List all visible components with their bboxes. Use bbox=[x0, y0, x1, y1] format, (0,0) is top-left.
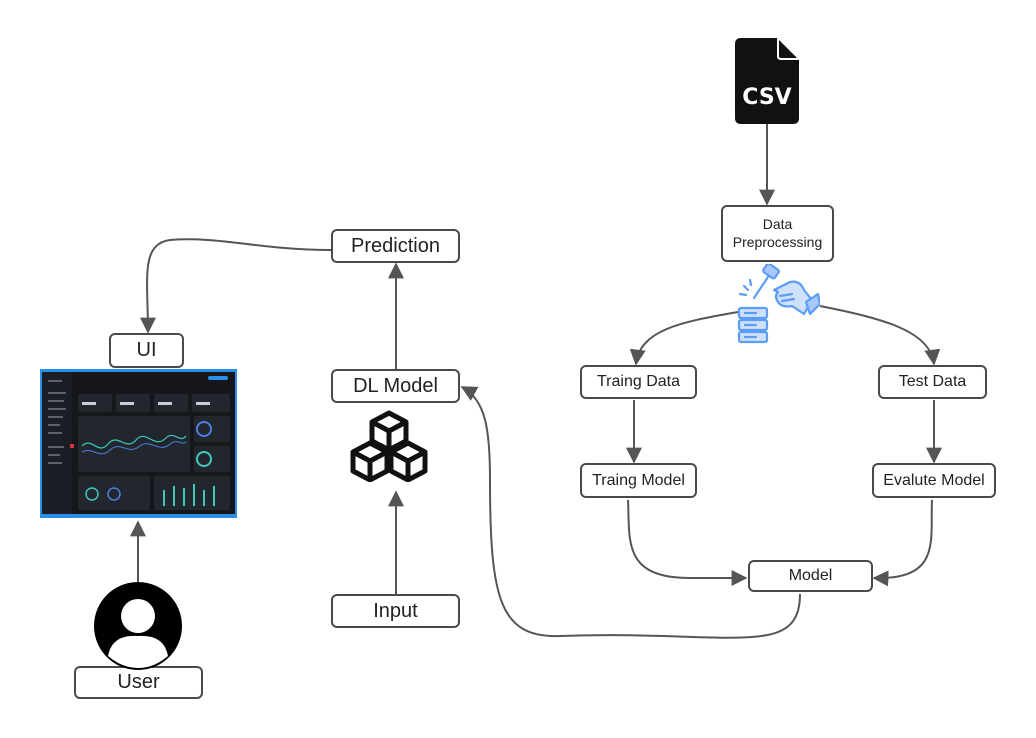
evaluate-model-box: Evalute Model bbox=[872, 463, 996, 498]
evaluate-model-label: Evalute Model bbox=[883, 471, 985, 489]
prediction-box: Prediction bbox=[331, 229, 460, 263]
arrow-model-to-dlmodel bbox=[460, 386, 801, 639]
ui-box: UI bbox=[109, 333, 184, 368]
arrow-prediction-to-ui bbox=[139, 238, 332, 334]
training-data-label: Traing Data bbox=[597, 373, 680, 390]
training-model-label: Traing Model bbox=[592, 471, 685, 489]
dl-model-label: DL Model bbox=[353, 374, 438, 397]
arrow-tools-to-training-data bbox=[629, 311, 739, 366]
training-data-box: Traing Data bbox=[580, 365, 697, 399]
user-box: User bbox=[74, 666, 203, 699]
training-model-box: Traing Model bbox=[580, 463, 697, 498]
cubes-icon bbox=[348, 410, 430, 483]
user-avatar-icon bbox=[94, 582, 182, 670]
data-preprocessing-box: Data Preprocessing bbox=[721, 205, 834, 262]
csv-file-text: CSV bbox=[742, 85, 791, 110]
csv-file-icon: CSV bbox=[735, 38, 799, 124]
data-tools-icon bbox=[734, 262, 822, 344]
dl-model-box: DL Model bbox=[331, 369, 460, 403]
user-label: User bbox=[117, 671, 160, 693]
dashboard-inner bbox=[42, 372, 235, 514]
test-data-label: Test Data bbox=[898, 373, 967, 390]
arrow-evaluate-to-model bbox=[872, 499, 933, 587]
model-box: Model bbox=[748, 560, 873, 592]
input-box: Input bbox=[331, 594, 460, 628]
model-label: Model bbox=[788, 567, 833, 584]
ui-label: UI bbox=[136, 339, 157, 361]
arrow-training-model-to-model bbox=[627, 499, 748, 586]
prediction-label: Prediction bbox=[351, 234, 440, 257]
dashboard-sidebar bbox=[42, 372, 74, 514]
test-data-box: Test Data bbox=[878, 365, 987, 399]
arrow-tools-to-test-data bbox=[819, 305, 941, 366]
data-preprocessing-label-1: Data bbox=[762, 216, 793, 232]
data-preprocessing-label-2: Preprocessing bbox=[732, 233, 823, 250]
dashboard-screenshot bbox=[40, 369, 237, 518]
input-label: Input bbox=[373, 599, 418, 622]
